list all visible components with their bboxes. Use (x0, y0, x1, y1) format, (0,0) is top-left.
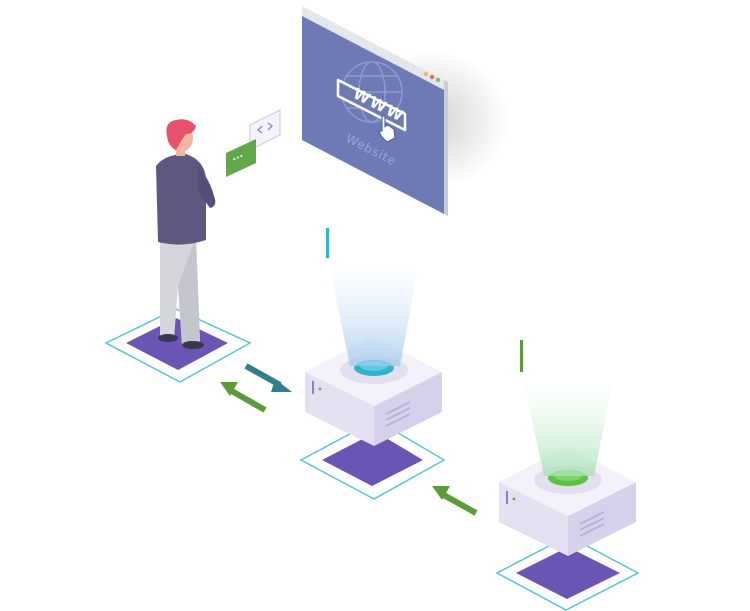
window-control-dot (429, 74, 435, 80)
browser-window: WWW Website (302, 6, 510, 216)
server-2 (499, 447, 636, 556)
server-2-left-face (499, 482, 568, 556)
message-bubble: ··· (226, 139, 256, 177)
server-1-beam (330, 268, 418, 366)
browser-titlebar (302, 6, 444, 90)
browser-edge (444, 80, 448, 216)
code-icon (256, 122, 274, 134)
server-2-beam (524, 384, 612, 476)
response-arrow-2 (432, 486, 478, 516)
person-platform (104, 308, 252, 383)
hand-cursor-icon (378, 115, 396, 143)
server-1-beam-marker (326, 228, 329, 258)
ellipsis-icon: ··· (231, 151, 246, 166)
code-bubble: <·> (249, 109, 281, 151)
window-control-dot (435, 77, 441, 83)
person-shoe (182, 341, 204, 349)
window-control-dot (423, 71, 429, 77)
server-2-platform (495, 535, 640, 611)
server-2-vent (579, 511, 605, 537)
person-shoe (158, 334, 178, 342)
person-arm (198, 166, 216, 208)
person-shirt (156, 154, 206, 245)
request-arrow (244, 363, 292, 392)
person-hair (166, 119, 196, 150)
server-1-vent (385, 401, 411, 427)
person (156, 119, 216, 349)
response-arrow (220, 382, 267, 413)
server-2-beam-marker (520, 340, 523, 372)
server-1-left-face (305, 372, 374, 446)
